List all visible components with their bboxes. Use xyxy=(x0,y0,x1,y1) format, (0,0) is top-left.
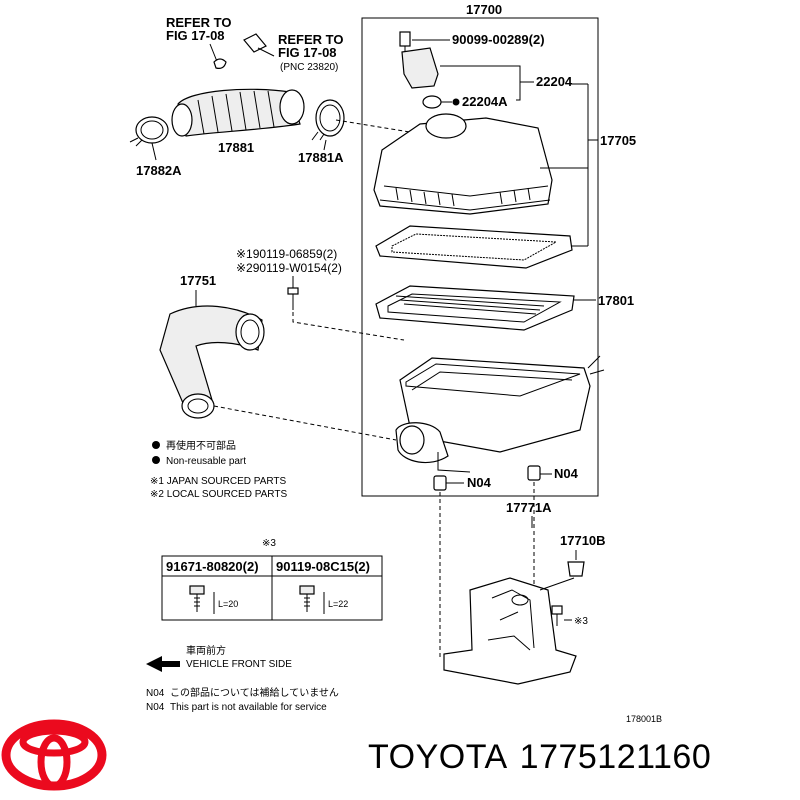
air-duct-17751 xyxy=(159,305,265,419)
svg-text:L=22: L=22 xyxy=(328,599,348,609)
gasket xyxy=(375,225,573,269)
svg-text:REFER TO: REFER TO xyxy=(166,15,232,30)
callout-17710B: 17710B xyxy=(560,533,606,548)
air-cleaner-cap-17705 xyxy=(373,113,553,215)
svg-text:91671-80820(2): 91671-80820(2) xyxy=(166,559,259,574)
callout-22204A: 22204A xyxy=(462,94,508,109)
grommet-left xyxy=(433,475,447,491)
assembly-frame xyxy=(361,17,599,497)
callout-17751: 17751 xyxy=(180,273,216,288)
svg-text:(PNC 23820): (PNC 23820) xyxy=(280,62,338,73)
callout-17771A: 17771A xyxy=(506,500,552,515)
callout-17881A: 17881A xyxy=(298,150,344,165)
callout-N04-right: N04 xyxy=(554,466,579,481)
callout-90119-b: ※290119-W0154(2) xyxy=(236,261,342,275)
svg-text:90119-08C15(2): 90119-08C15(2) xyxy=(276,559,370,574)
svg-text:FIG 17-08: FIG 17-08 xyxy=(278,45,337,60)
air-cleaner-case xyxy=(395,355,605,473)
airflow-meter-22204 xyxy=(399,31,442,109)
callout-17700: 17700 xyxy=(466,2,502,17)
callout-17705: 17705 xyxy=(600,133,636,148)
refer-note-2: REFER TO FIG 17-08 (PNC 23820) xyxy=(243,32,344,73)
figure-code: 178001B xyxy=(626,714,662,724)
bolt-x3 xyxy=(551,605,563,626)
bolt-table: 91671-80820(2) 90119-08C15(2) L=20 L=22 xyxy=(161,555,383,621)
clamp-17882A xyxy=(129,116,169,147)
nonreusable-dot-22204A xyxy=(452,98,460,106)
svg-text:N04: N04 xyxy=(146,702,165,713)
svg-text:This part is not available for: This part is not available for service xyxy=(170,702,327,713)
grommet-right xyxy=(527,465,541,481)
callout-17801: 17801 xyxy=(598,293,634,308)
callout-x3-bracket: ※3 xyxy=(574,616,588,627)
svg-text:Non-reusable part: Non-reusable part xyxy=(166,456,246,467)
callout-N04-left: N04 xyxy=(467,475,492,490)
brand-caption: TOYOTA 1775121160 xyxy=(368,738,723,777)
svg-text:※1 JAPAN SOURCED PARTS: ※1 JAPAN SOURCED PARTS xyxy=(150,476,287,487)
n04-notes: N04 この部品については補給していません N04 This part is n… xyxy=(146,686,339,713)
refer-note-1: REFER TO FIG 17-08 xyxy=(166,15,232,69)
clamp-17881A xyxy=(311,99,345,141)
part-number: 1775121160 xyxy=(519,738,712,776)
svg-text:再使用不可部品: 再使用不可部品 xyxy=(166,439,236,452)
bolt-table-note: ※3 xyxy=(262,538,276,549)
toyota-logo-icon xyxy=(1,719,107,791)
bolt-90119 xyxy=(287,287,299,310)
svg-text:N04: N04 xyxy=(146,688,165,699)
filter-element-17801 xyxy=(375,285,575,331)
svg-text:VEHICLE FRONT SIDE: VEHICLE FRONT SIDE xyxy=(186,659,292,670)
grommet-17710B xyxy=(567,561,585,577)
intake-hose-17881 xyxy=(171,88,305,137)
brand-name: TOYOTA xyxy=(368,738,508,776)
callout-22204: 22204 xyxy=(536,74,573,89)
svg-text:REFER TO: REFER TO xyxy=(278,32,344,47)
svg-text:車両前方: 車両前方 xyxy=(186,644,226,657)
svg-text:この部品については補給していません: この部品については補給していません xyxy=(170,686,339,699)
vehicle-front-arrow: 車両前方 VEHICLE FRONT SIDE xyxy=(146,644,292,672)
bracket-17771A xyxy=(443,577,577,685)
svg-text:※2 LOCAL SOURCED PARTS: ※2 LOCAL SOURCED PARTS xyxy=(150,489,287,500)
callout-90099: 90099-00289(2) xyxy=(452,32,545,47)
callout-17882A: 17882A xyxy=(136,163,182,178)
callout-17881: 17881 xyxy=(218,140,254,155)
svg-text:L=20: L=20 xyxy=(218,599,238,609)
svg-text:FIG 17-08: FIG 17-08 xyxy=(166,28,225,43)
legend: 再使用不可部品 Non-reusable part ※1 JAPAN SOURC… xyxy=(150,439,287,500)
callout-90119-a: ※190119-06859(2) xyxy=(236,247,337,261)
